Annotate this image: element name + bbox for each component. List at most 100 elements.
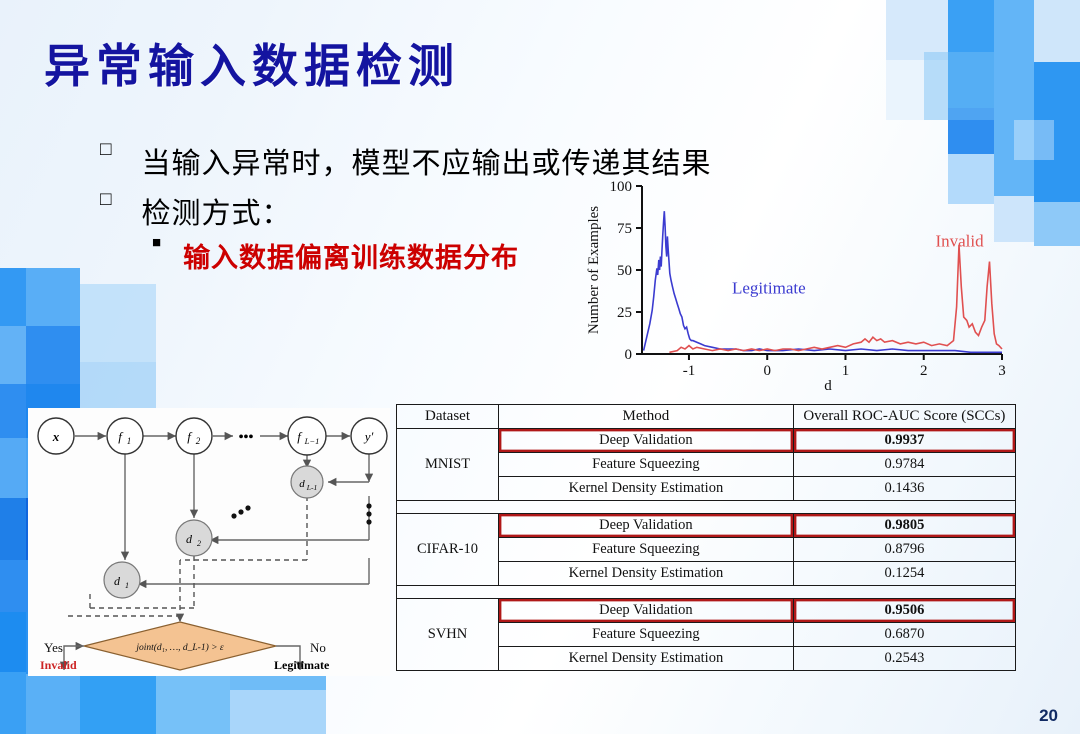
deco-square	[948, 108, 994, 154]
cell-score: 0.9937	[792, 428, 1017, 453]
table-group-separator	[396, 585, 1016, 599]
node-f1-sub: 1	[127, 436, 132, 446]
y-tick-label: 25	[617, 305, 632, 321]
cell-method: Kernel Density Estimation	[498, 646, 794, 671]
node-x-label: x	[52, 429, 60, 444]
cell-method: Feature Squeezing	[498, 452, 794, 477]
cell-score: 0.9784	[792, 452, 1017, 477]
deco-square	[0, 560, 26, 612]
y-tick-label: 100	[610, 179, 633, 195]
branch-no	[276, 645, 305, 670]
node-y-prime-label: y′	[363, 429, 374, 444]
deco-square	[230, 690, 326, 734]
cell-method: Deep Validation	[498, 428, 794, 453]
cell-method: Feature Squeezing	[498, 537, 794, 562]
annotation-invalid: Invalid	[935, 231, 984, 250]
separator-cell	[396, 500, 1016, 514]
deco-square	[26, 268, 80, 326]
node-y-prime	[350, 417, 388, 455]
node-x	[37, 417, 75, 455]
node-f2-label: f	[187, 429, 193, 444]
deco-square	[924, 52, 994, 120]
diagram-feedback-lines	[146, 496, 370, 585]
cell-method: Kernel Density Estimation	[498, 561, 794, 586]
node-f1-label: f	[118, 429, 124, 444]
deco-square	[886, 0, 948, 60]
cell-score: 0.1436	[792, 476, 1017, 501]
bullet-marker-square-hollow: □	[100, 189, 112, 210]
x-tick-label: 1	[842, 363, 850, 379]
node-d1-sub: 1	[125, 581, 129, 590]
deco-square	[1034, 0, 1080, 62]
y-axis-label: Number of Examples	[586, 206, 602, 334]
node-fL-sub: L−1	[304, 436, 320, 446]
deco-square	[156, 676, 230, 734]
series-line-legitimate	[642, 211, 1002, 354]
bullet-marker-square-filled: ■	[152, 235, 162, 251]
column-header-score: Overall ROC-AUC Score (SCCs)	[792, 404, 1017, 429]
cell-score: 0.1254	[792, 561, 1017, 586]
deco-square	[0, 326, 26, 384]
deco-square	[0, 672, 26, 734]
y-tick-label: 50	[617, 263, 632, 279]
bullet-item-3: ■ 输入数据偏离训练数据分布	[152, 236, 519, 275]
cell-score: 0.8796	[792, 537, 1017, 562]
outcome-legitimate-label: Legitimate	[274, 658, 330, 672]
annotation-legitimate: Legitimate	[732, 279, 806, 298]
node-d1	[103, 561, 141, 599]
ellipsis-horizontal: •••	[239, 430, 254, 445]
deco-square	[230, 676, 326, 690]
decision-label: joint(d₁, …, d_L-1) > ε	[134, 642, 224, 653]
deco-square	[0, 384, 26, 438]
diagram-svg: x f 1 f 2 ••• f L−1 y′ d L-1 d	[37, 416, 388, 671]
diagram-ellipsis-dots	[231, 503, 372, 525]
diagram-arrows	[75, 431, 374, 560]
bullet-item-2: □ 检测方式：	[100, 190, 292, 232]
y-tick-label: 0	[625, 347, 633, 363]
diagram-nodes-top: x f 1 f 2 ••• f L−1 y′	[37, 416, 388, 456]
cell-method: Deep Validation	[498, 513, 794, 538]
node-d2	[175, 519, 213, 557]
y-tick-label: 75	[617, 221, 632, 237]
deco-square	[994, 196, 1034, 242]
node-dL	[290, 465, 324, 499]
x-tick-label: -1	[683, 363, 696, 379]
cell-score: 0.2543	[792, 646, 1017, 671]
page-title: 异常输入数据检测	[44, 41, 460, 92]
cell-score: 0.9805	[792, 513, 1017, 538]
node-dL-sub: L-1	[306, 483, 317, 492]
decision-diamond	[83, 621, 277, 671]
series-line-invalid	[669, 244, 1003, 354]
deep-validation-diagram: x f 1 f 2 ••• f L−1 y′ d L-1 d	[28, 408, 390, 676]
bullet-marker-square-hollow: □	[100, 139, 112, 160]
cell-method: Kernel Density Estimation	[498, 476, 794, 501]
bullet-text-emphasis: 输入数据偏离训练数据分布	[183, 243, 520, 273]
deco-square	[994, 0, 1034, 196]
deco-square	[1034, 62, 1080, 202]
node-f1	[106, 417, 144, 455]
diagram-dashed-lines	[68, 496, 308, 617]
table-header-row: Dataset Method Overall ROC-AUC Score (SC…	[395, 404, 1017, 429]
deco-square	[26, 674, 80, 734]
deco-square	[0, 612, 26, 672]
node-d2-label: d	[186, 532, 193, 546]
cell-dataset: CIFAR-10	[395, 513, 500, 586]
deco-square	[0, 268, 26, 326]
deco-square	[0, 498, 26, 560]
y-tick-group: 0 25 50 75 100	[610, 179, 642, 363]
node-fL	[287, 416, 327, 456]
cell-score: 0.6870	[792, 622, 1017, 647]
node-f2	[175, 417, 213, 455]
roc-auc-table: Dataset Method Overall ROC-AUC Score (SC…	[395, 404, 1017, 671]
cell-dataset: SVHN	[395, 598, 500, 671]
deco-square	[80, 284, 156, 362]
deco-square	[1014, 120, 1054, 160]
